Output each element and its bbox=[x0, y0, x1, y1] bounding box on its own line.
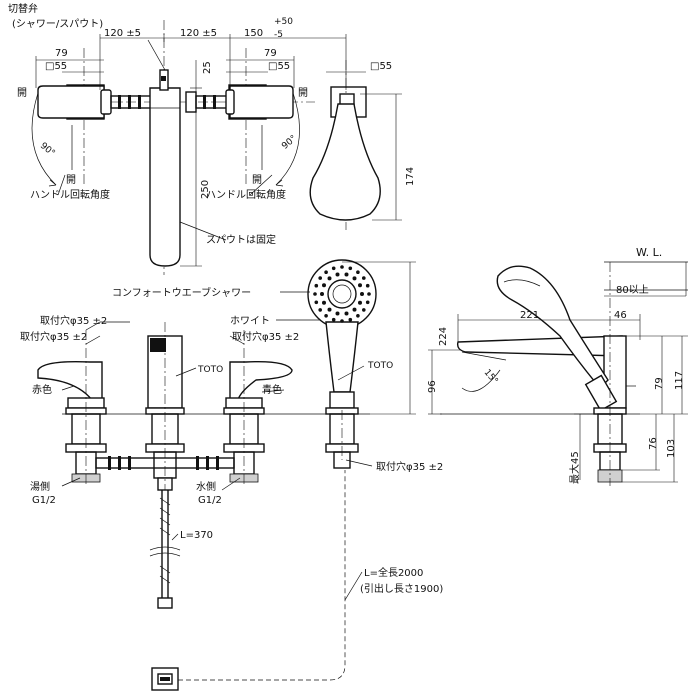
nozzle-dot bbox=[331, 317, 336, 322]
dim-79-left: 79 bbox=[55, 48, 68, 59]
mount-hole-label-1: 取付穴φ35 ±2 bbox=[40, 314, 107, 327]
dim-25: 25 bbox=[202, 61, 213, 74]
nozzle-dot bbox=[320, 292, 324, 296]
dim-174: 174 bbox=[405, 167, 416, 186]
square-55-right: □55 bbox=[268, 61, 290, 72]
open-label-left-bottom: 開 bbox=[66, 174, 76, 186]
nozzle-dot bbox=[322, 283, 326, 288]
nozzle-dot bbox=[344, 311, 349, 316]
dim-150-minus: -5 bbox=[274, 30, 283, 40]
nozzle-dot bbox=[358, 283, 362, 288]
valve-sublabel: (シャワー/スパウト) bbox=[12, 18, 103, 30]
angle-15: 15° bbox=[482, 368, 500, 387]
shower-nozzles bbox=[313, 265, 371, 323]
handle-angle-right: ハンドル回転角度 bbox=[206, 188, 286, 201]
nozzle-dot bbox=[340, 265, 344, 269]
nozzle-dot bbox=[367, 292, 371, 296]
nozzle-dot bbox=[356, 314, 360, 318]
nozzle-dot bbox=[344, 272, 349, 277]
nozzle-dot bbox=[313, 292, 317, 296]
dim-80-or-more: 80以上 bbox=[616, 284, 649, 296]
handle-angle-left: ハンドル回転角度 bbox=[30, 188, 110, 201]
max-45-label: 最大45 bbox=[568, 451, 581, 484]
white-color-label: ホワイト bbox=[230, 315, 270, 327]
nozzle-dot bbox=[348, 266, 353, 271]
dim-120-left: 120 ±5 bbox=[104, 28, 141, 39]
nozzle-dot bbox=[322, 300, 326, 305]
nozzle-dot bbox=[327, 276, 332, 281]
dim-250: 250 bbox=[200, 180, 211, 199]
top-view: 切替弁 (シャワー/スパウト) 79 120 ±5 120 ±5 79 150 … bbox=[8, 2, 416, 275]
open-label-left-top: 開 bbox=[17, 87, 27, 99]
shower-top bbox=[309, 86, 381, 221]
angle-90-right: 90° bbox=[280, 134, 299, 152]
nozzle-dot bbox=[318, 308, 323, 312]
hose-end-fitting bbox=[151, 667, 179, 691]
water-level-label: W. L. bbox=[636, 246, 662, 259]
hot-side-label: 湯側 bbox=[30, 480, 50, 493]
nozzle-dot bbox=[327, 307, 332, 312]
nozzle-dot bbox=[362, 308, 366, 312]
dim-103: 103 bbox=[666, 439, 677, 458]
square-55-shower: □55 bbox=[370, 61, 392, 72]
nozzle-dot bbox=[365, 283, 370, 288]
spout-fixed-note: スパウトは固定 bbox=[206, 233, 276, 246]
dim-150-plus: +50 bbox=[274, 17, 293, 27]
dim-79-right: 79 bbox=[264, 48, 277, 59]
nozzle-dot bbox=[331, 266, 336, 271]
left-handle-top bbox=[37, 84, 112, 120]
nozzle-dot bbox=[324, 314, 328, 318]
nozzle-dot bbox=[324, 270, 328, 275]
angle-90-left: 90° bbox=[38, 141, 57, 159]
front-view: コンフォートウエーブシャワー 取付穴φ35 ±2 取付穴φ35 ±2 ホワイト … bbox=[20, 259, 449, 691]
toto-logo-shower: TOTO bbox=[367, 361, 393, 371]
dim-76: 76 bbox=[648, 437, 659, 450]
nozzle-dot bbox=[362, 276, 366, 280]
mount-hole-label-3: 取付穴φ35 ±2 bbox=[232, 330, 299, 343]
nozzle-dot bbox=[335, 272, 340, 277]
nozzle-dot bbox=[314, 283, 319, 288]
hot-thread-label: G1/2 bbox=[32, 495, 56, 506]
nozzle-dot bbox=[360, 292, 364, 296]
square-55-left: □55 bbox=[45, 61, 67, 72]
hand-shower-side bbox=[496, 265, 618, 412]
dim-79-side: 79 bbox=[654, 377, 665, 390]
right-handle-top bbox=[225, 84, 294, 120]
mount-hole-label-2: 取付穴φ35 ±2 bbox=[20, 330, 87, 343]
nozzle-dot bbox=[314, 300, 319, 305]
nozzle-dot bbox=[340, 319, 344, 323]
nozzle-dot bbox=[348, 317, 353, 322]
open-label-right-bottom: 開 bbox=[252, 174, 262, 186]
dim-120-right: 120 ±5 bbox=[180, 28, 217, 39]
nozzle-dot bbox=[358, 300, 362, 305]
shower-product-name: コンフォートウエーブシャワー bbox=[112, 286, 251, 299]
dim-117: 117 bbox=[674, 371, 685, 390]
nozzle-dot bbox=[365, 300, 370, 305]
hose-length-label: L=370 bbox=[180, 530, 213, 541]
blue-color-label: 青色 bbox=[262, 383, 282, 396]
open-label-right-top: 開 bbox=[298, 87, 308, 99]
valve-label: 切替弁 bbox=[8, 2, 38, 15]
red-color-label: 赤色 bbox=[32, 383, 52, 396]
nozzle-dot bbox=[352, 307, 357, 312]
dim-224: 224 bbox=[438, 327, 449, 346]
total-hose-length: L=全長2000 bbox=[364, 566, 423, 579]
nozzle-dot bbox=[335, 311, 340, 316]
side-view: W. L. 80以上 221 46 96 15° 79 117 76 103 最… bbox=[427, 246, 688, 486]
dim-150: 150 bbox=[244, 28, 263, 39]
dim-221: 221 bbox=[520, 310, 539, 321]
nozzle-dot bbox=[356, 270, 360, 275]
nozzle-dot bbox=[318, 276, 323, 280]
cold-thread-label: G1/2 bbox=[198, 495, 222, 506]
toto-logo-spout: TOTO bbox=[197, 365, 223, 375]
cold-side-label: 水側 bbox=[196, 480, 216, 493]
spout-top bbox=[149, 69, 197, 267]
dim-96: 96 bbox=[427, 380, 438, 393]
dim-46: 46 bbox=[614, 310, 627, 321]
pull-out-length: (引出し長さ1900) bbox=[360, 582, 443, 595]
hose-370 bbox=[149, 477, 181, 609]
nozzle-dot bbox=[352, 276, 357, 281]
mount-hole-label-4: 取付穴φ35 ±2 bbox=[376, 460, 443, 473]
